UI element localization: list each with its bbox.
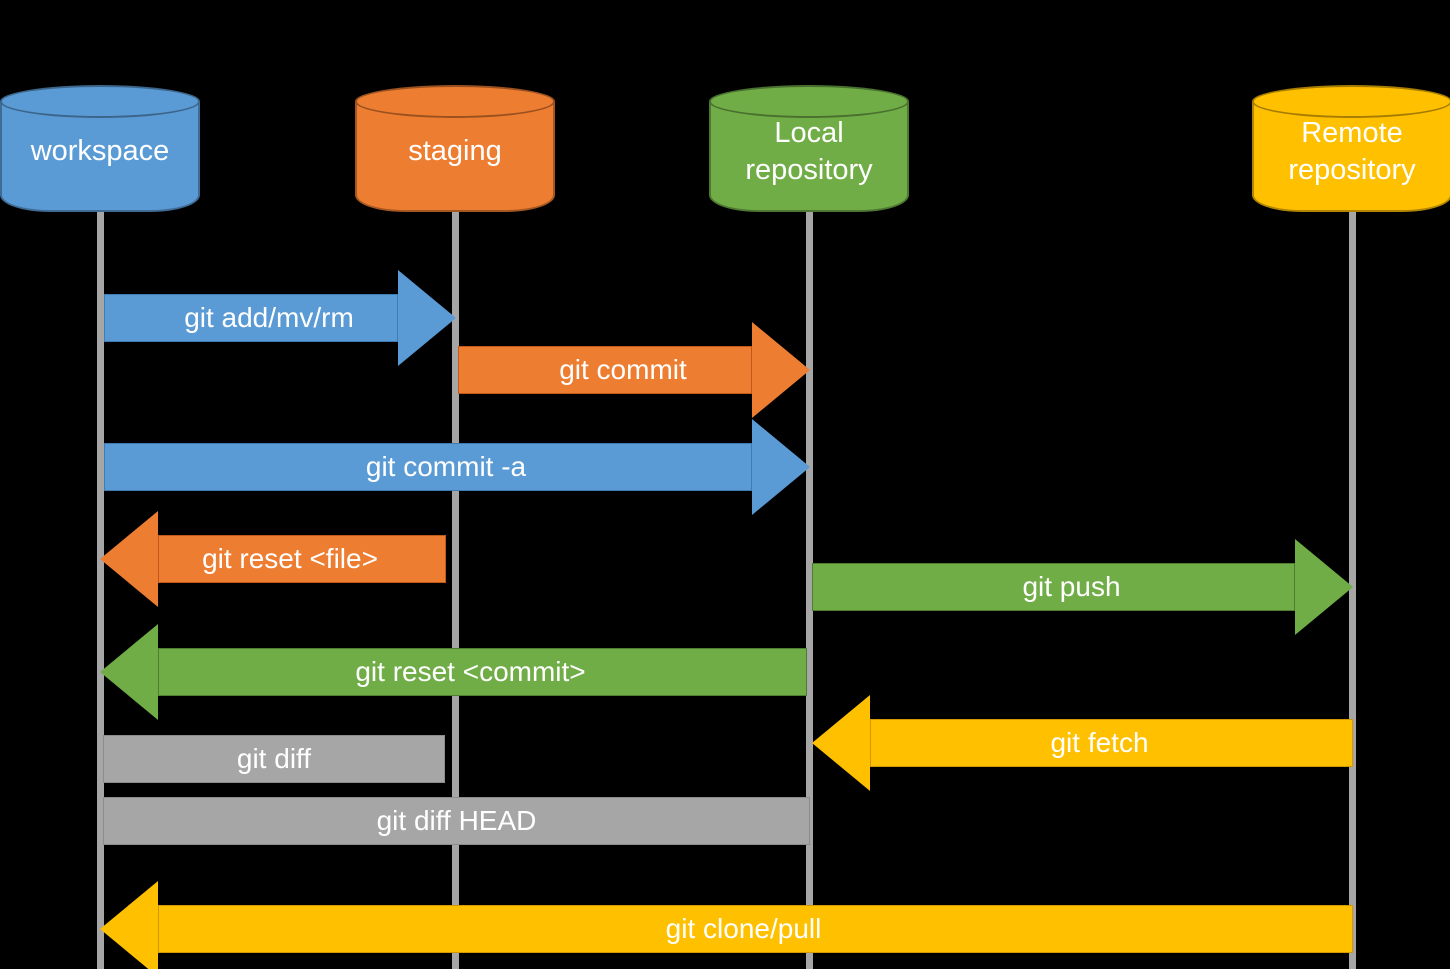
arrow-tail: [158, 905, 1353, 953]
arrow-head-right-icon: [752, 322, 810, 418]
flow-git-commit[interactable]: git commit: [458, 322, 810, 418]
cylinder-top: [1252, 85, 1450, 118]
flow-git-commit-a[interactable]: git commit -a: [104, 419, 810, 515]
flow-git-diff-head[interactable]: git diff HEAD: [103, 797, 810, 845]
arrow-head-left-icon: [100, 511, 158, 607]
arrow-head-right-icon: [752, 419, 810, 515]
cylinder-top: [355, 85, 555, 118]
cylinder-top: [709, 85, 909, 118]
arrow-tail: [458, 346, 752, 394]
arrow-head-left-icon: [812, 695, 870, 791]
flow-git-fetch[interactable]: git fetch: [812, 695, 1353, 791]
node-label: Local repository: [745, 116, 873, 186]
flow-label: git add/mv/rm: [184, 302, 354, 333]
flow-label: git push: [1022, 571, 1121, 602]
arrow-tail: [870, 719, 1353, 767]
flow-label: git clone/pull: [665, 913, 822, 944]
flow-label: git reset <file>: [202, 543, 378, 574]
arrow-tail: [158, 648, 807, 696]
flow-label: git commit: [559, 354, 687, 385]
flow-git-push[interactable]: git push: [812, 539, 1353, 635]
flow-label: git commit -a: [365, 451, 527, 482]
arrow-tail: [104, 294, 398, 342]
arrow-tail: [104, 443, 752, 491]
lifeline-local-repository: [806, 185, 813, 969]
lifeline-staging: [452, 185, 459, 969]
arrow-head-right-icon: [398, 270, 456, 366]
node-label: Remote repository: [1288, 116, 1416, 186]
arrow-tail: [812, 563, 1295, 611]
arrow-tail: [158, 535, 446, 583]
flow-git-reset-commit[interactable]: git reset <commit>: [100, 624, 807, 720]
arrow-head-left-icon: [100, 624, 158, 720]
node-local-repository[interactable]: Local repository: [709, 85, 909, 212]
flow-label: git reset <commit>: [355, 656, 586, 687]
arrow-head-right-icon: [1295, 539, 1353, 635]
arrow-head-left-icon: [100, 881, 158, 969]
flow-label: git fetch: [1050, 727, 1149, 758]
node-label: staging: [408, 135, 502, 168]
flow-git-add-mv-rm[interactable]: git add/mv/rm: [104, 270, 456, 366]
node-remote-repository[interactable]: Remote repository: [1252, 85, 1450, 212]
node-staging[interactable]: staging: [355, 85, 555, 212]
cylinder-top: [0, 85, 200, 118]
flow-git-diff[interactable]: git diff: [103, 735, 445, 783]
node-label: workspace: [30, 135, 170, 168]
flow-git-clone-pull[interactable]: git clone/pull: [100, 881, 1353, 969]
node-workspace[interactable]: workspace: [0, 85, 200, 212]
flow-git-reset-file[interactable]: git reset <file>: [100, 511, 446, 607]
